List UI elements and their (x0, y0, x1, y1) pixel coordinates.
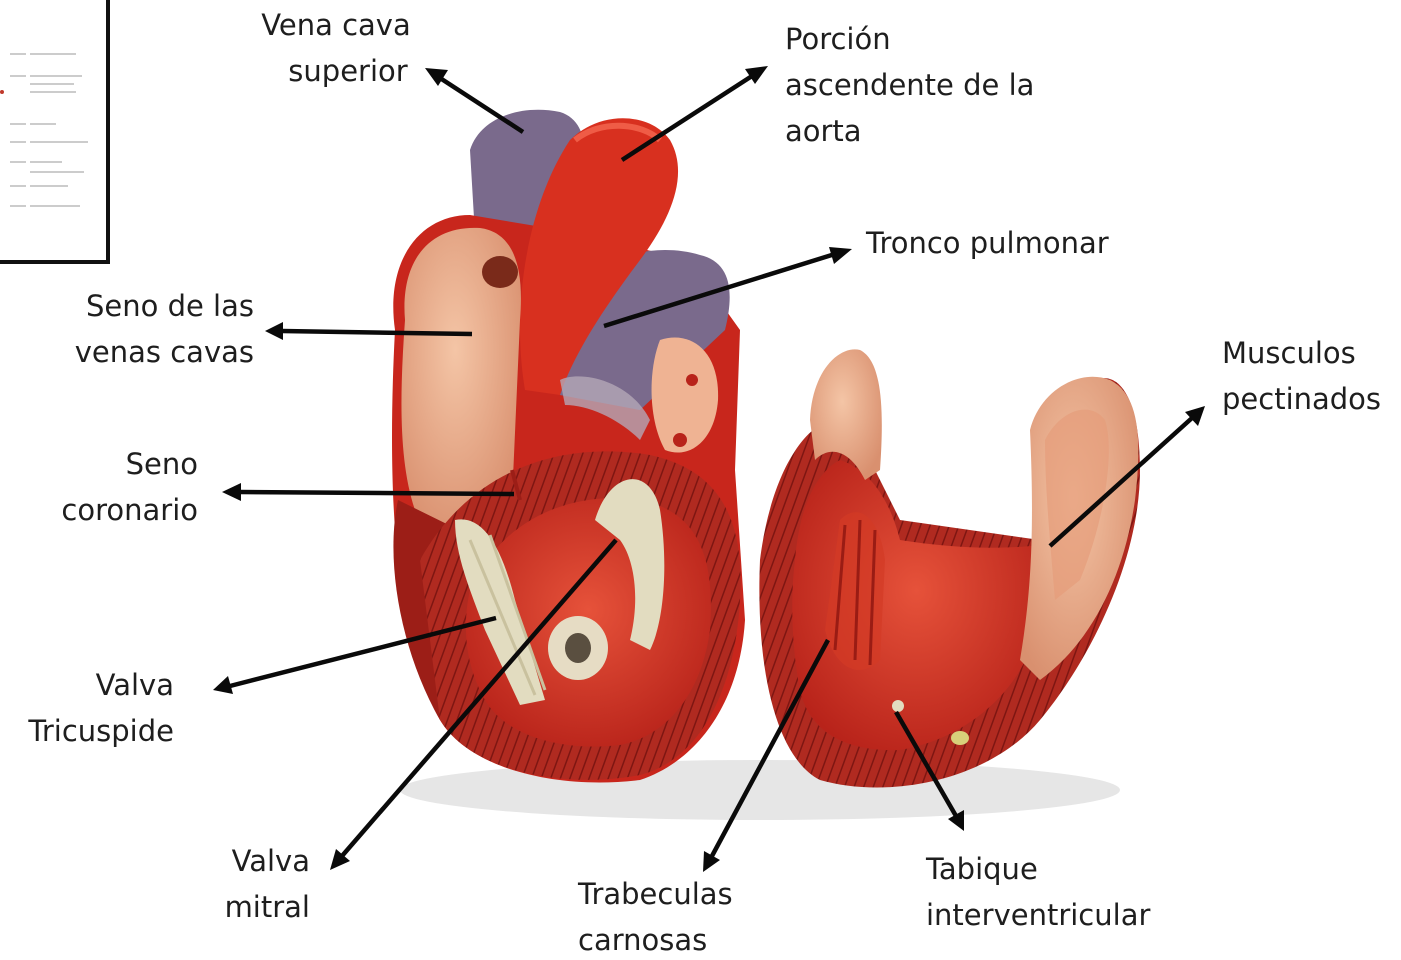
arrow-vena-cava-superior (425, 68, 523, 132)
label-musculos-pectinados: Musculos pectinados (1222, 330, 1381, 422)
label-line: mitral (180, 884, 310, 930)
label-line: Musculos (1222, 330, 1381, 376)
label-tronco-pulmonar: Tronco pulmonar (866, 220, 1109, 266)
label-line: venas cavas (40, 329, 254, 375)
label-line: Porción (785, 16, 1034, 62)
label-line: Tricuspide (0, 708, 174, 754)
label-line: aorta (785, 108, 1034, 154)
heart-right-half (759, 349, 1140, 787)
label-line: Tronco pulmonar (866, 220, 1109, 266)
label-trabeculas-carnosas: Trabeculas carnosas (578, 871, 733, 960)
label-line: Trabeculas (578, 871, 733, 917)
heart-left-half (392, 110, 745, 783)
label-line: carnosas (578, 917, 733, 960)
label-line: Tabique (926, 846, 1150, 892)
label-vena-cava-superior: Vena cava superior (236, 2, 436, 94)
label-valva-tricuspide: Valva Tricuspide (0, 662, 174, 754)
label-seno-venas-cavas: Seno de las venas cavas (40, 283, 254, 375)
sinus-opening (482, 256, 518, 288)
label-line: interventricular (926, 892, 1150, 938)
arrow-porcion-ascendente (622, 66, 768, 160)
label-line: ascendente de la (785, 62, 1034, 108)
label-valva-mitral: Valva mitral (180, 838, 310, 930)
label-seno-coronario: Seno coronario (20, 441, 198, 533)
label-porcion-ascendente: Porción ascendente de la aorta (785, 16, 1034, 154)
label-line: superior (236, 48, 436, 94)
label-line: Vena cava (236, 2, 436, 48)
label-line: pectinados (1222, 376, 1381, 422)
label-line: coronario (20, 487, 198, 533)
label-line: Valva (180, 838, 310, 884)
label-line: Seno de las (40, 283, 254, 329)
label-line: Seno (20, 441, 198, 487)
label-line: Valva (0, 662, 174, 708)
label-tabique-interventricular: Tabique interventricular (926, 846, 1150, 938)
